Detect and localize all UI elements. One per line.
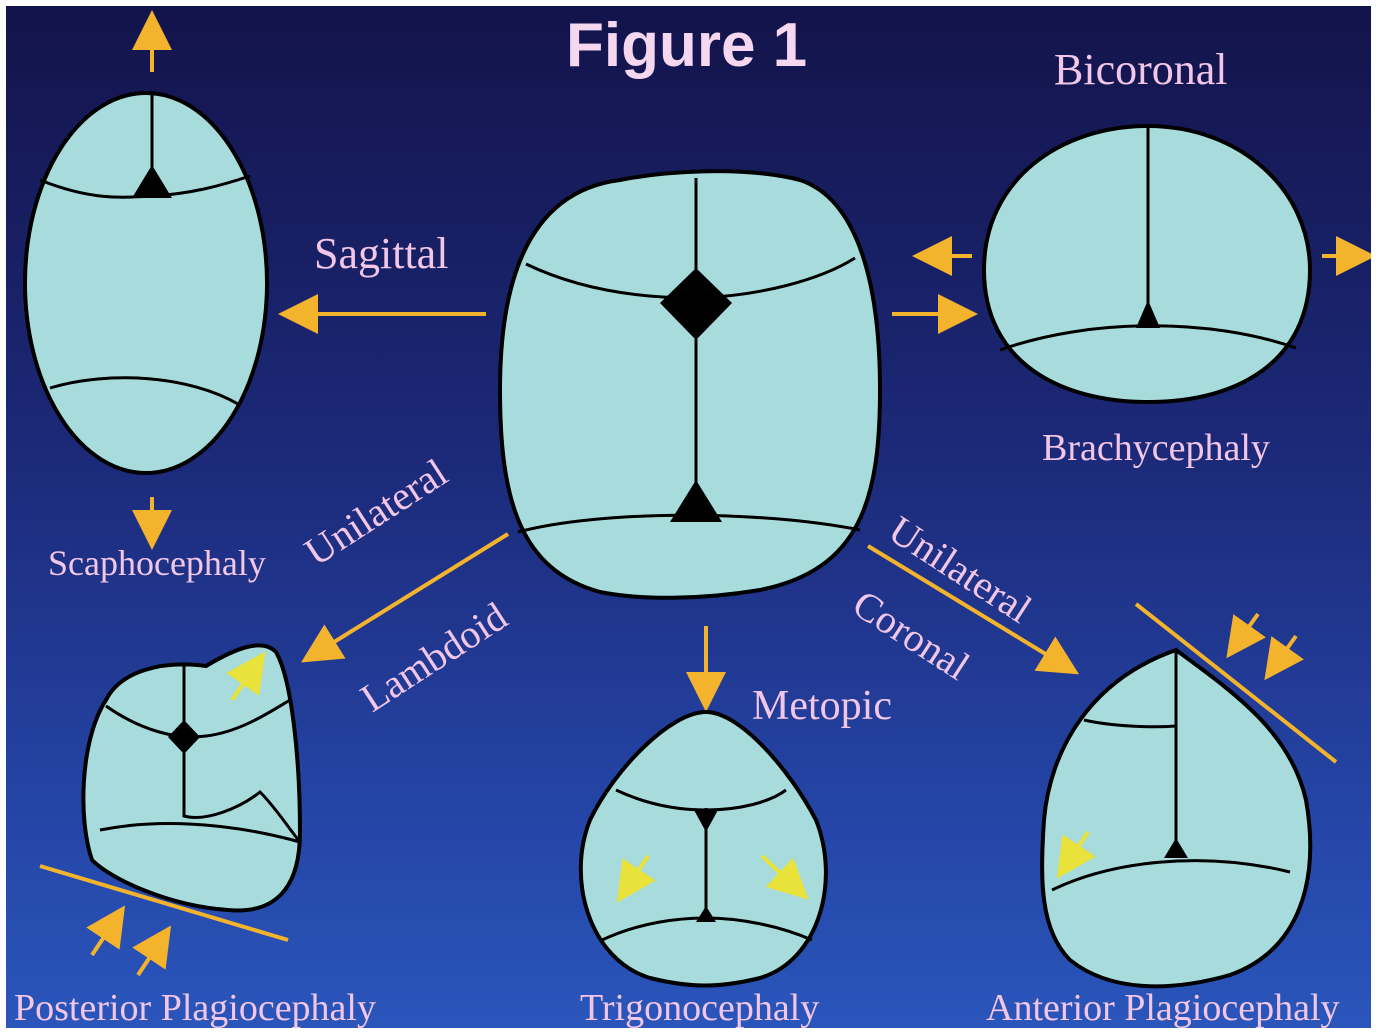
trigonocephaly-skull <box>581 712 826 986</box>
label-brachycephaly: Brachycephaly <box>1042 426 1270 470</box>
posterior-plagiocephaly-skull <box>83 645 300 910</box>
label-trigonocephaly: Trigonocephaly <box>580 986 819 1030</box>
figure-title: Figure 1 <box>566 10 807 81</box>
label-posterior-plagiocephaly: Posterior Plagiocephaly <box>14 986 376 1030</box>
scaphocephaly-skull <box>25 93 267 473</box>
label-metopic: Metopic <box>752 682 892 730</box>
normal-skull <box>500 171 880 598</box>
label-sagittal: Sagittal <box>314 228 448 279</box>
label-scaphocephaly: Scaphocephaly <box>48 542 266 584</box>
brachycephaly-skull <box>984 126 1310 402</box>
label-anterior-plagiocephaly: Anterior Plagiocephaly <box>986 986 1340 1030</box>
label-bicoronal: Bicoronal <box>1054 44 1228 95</box>
anterior-plagiocephaly-skull <box>1042 648 1310 986</box>
